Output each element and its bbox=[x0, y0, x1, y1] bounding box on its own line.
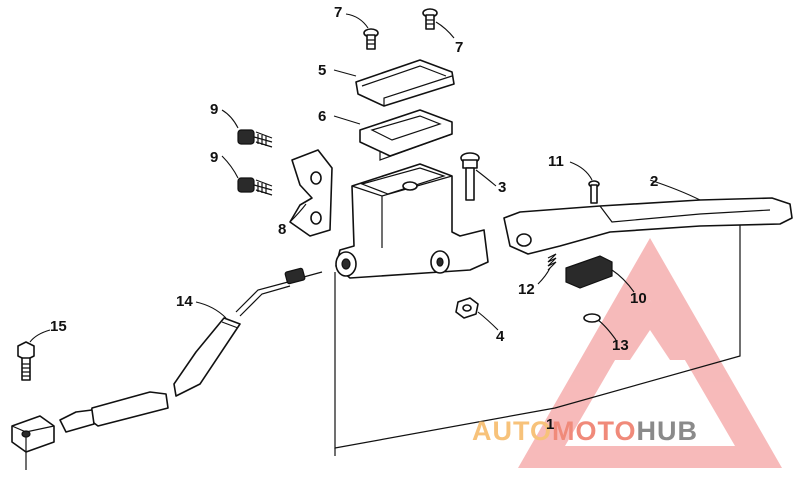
callout-2: 2 bbox=[650, 173, 658, 190]
part-2-brake-lever bbox=[503, 197, 793, 255]
callout-11: 11 bbox=[548, 153, 564, 170]
part-3-pivot-bolt bbox=[460, 152, 480, 201]
part-8-handlebar-clamp bbox=[289, 149, 333, 237]
part-14-brake-hose bbox=[173, 267, 323, 397]
callout-15: 15 bbox=[50, 318, 67, 335]
watermark-auto: AUTO bbox=[472, 416, 552, 446]
watermark-moto: MOTO bbox=[552, 416, 637, 446]
part-4-nut bbox=[455, 297, 479, 319]
callout-8: 8 bbox=[278, 221, 286, 238]
watermark-hub: HUB bbox=[637, 416, 699, 446]
callout-12: 12 bbox=[518, 281, 535, 298]
callout-labels: 7 7 5 6 9 9 8 3 2 11 12 10 13 4 14 15 1 bbox=[50, 4, 658, 433]
callout-3: 3 bbox=[498, 179, 506, 196]
callout-13: 13 bbox=[612, 337, 629, 354]
part-15-banjo-bolt bbox=[17, 341, 35, 381]
part-6-diaphragm bbox=[359, 109, 453, 161]
callout-9-lower: 9 bbox=[210, 149, 218, 166]
part-5-reservoir-cover bbox=[355, 59, 455, 107]
part-11-screw bbox=[588, 180, 600, 204]
watermark-triangle-logo bbox=[518, 238, 782, 468]
callout-6: 6 bbox=[318, 108, 326, 125]
banjo-fitting bbox=[11, 415, 55, 470]
part-10-stoplight-switch bbox=[565, 255, 613, 289]
svg-text:AUTOMOTOHUB: AUTOMOTOHUB bbox=[472, 416, 698, 446]
part-13-washer bbox=[583, 313, 601, 323]
callout-4: 4 bbox=[496, 328, 505, 345]
assembly-frame bbox=[334, 222, 741, 456]
callout-1: 1 bbox=[546, 416, 554, 433]
callout-7-right: 7 bbox=[455, 39, 463, 56]
lower-hose-section bbox=[59, 391, 169, 433]
part-7-screw-right bbox=[422, 8, 438, 30]
master-cylinder-body bbox=[335, 163, 489, 279]
callout-9-upper: 9 bbox=[210, 101, 218, 118]
watermark-text: AUTOMOTOHUB bbox=[472, 416, 698, 446]
part-12-spring bbox=[547, 253, 557, 271]
part-7-screw-left bbox=[363, 28, 379, 50]
callout-10: 10 bbox=[630, 290, 647, 307]
leader-lines bbox=[29, 13, 701, 343]
callout-14: 14 bbox=[176, 293, 193, 310]
callout-5: 5 bbox=[318, 62, 326, 79]
callout-7-left: 7 bbox=[334, 4, 342, 21]
part-9-bolt-upper bbox=[237, 129, 273, 148]
part-9-bolt-lower bbox=[237, 177, 273, 196]
